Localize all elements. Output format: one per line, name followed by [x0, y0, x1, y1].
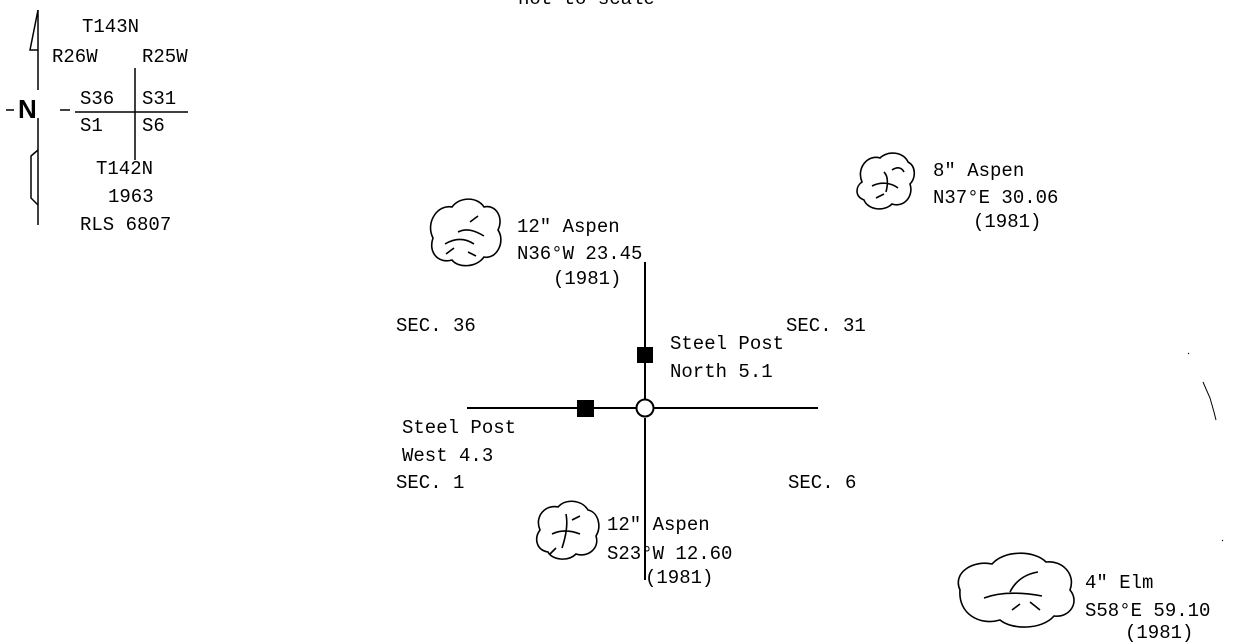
section-label-nw: SEC. 36 — [396, 315, 476, 337]
key-section-se: S6 — [142, 115, 165, 137]
tree-ne-species: 8" Aspen — [933, 160, 1025, 182]
key-section-nw: S36 — [80, 88, 115, 110]
steel-post-north-distance: North 5.1 — [670, 361, 773, 383]
north-arrow-icon — [29, 9, 39, 225]
tree-nw-bearing: N36°W 23.45 — [517, 243, 643, 265]
tree-nw-year: (1981) — [553, 268, 622, 290]
tree-se-species: 4" Elm — [1085, 572, 1154, 594]
tree-se-bearing: S58°E 59.10 — [1085, 600, 1211, 622]
north-letter: N — [18, 94, 37, 124]
tree-icon — [535, 500, 600, 560]
steel-post-west-marker — [577, 400, 594, 417]
section-label-se: SEC. 6 — [788, 472, 857, 494]
rls-number-label: RLS 6807 — [80, 214, 172, 236]
section-corner-marker — [635, 398, 655, 418]
scale-note: not to scale — [518, 0, 655, 9]
township-north-label: T143N — [82, 16, 140, 38]
tree-icon — [856, 152, 916, 210]
tree-s-species: 12" Aspen — [607, 514, 710, 536]
steel-post-north-label: Steel Post — [670, 333, 785, 355]
tree-nw-species: 12" Aspen — [517, 216, 620, 238]
tree-ne-bearing: N37°E 30.06 — [933, 187, 1059, 209]
tree-s-year: (1981) — [645, 567, 714, 589]
steel-post-west-label: Steel Post — [402, 417, 517, 439]
tree-icon — [957, 552, 1075, 628]
key-section-sw: S1 — [80, 115, 103, 137]
section-lines — [467, 262, 818, 580]
tree-s-bearing: S23°W 12.60 — [607, 543, 733, 565]
range-west-label: R26W — [52, 46, 98, 68]
steel-post-north-marker — [637, 347, 653, 363]
survey-year-label: 1963 — [108, 186, 154, 208]
township-key-grid — [6, 68, 188, 160]
range-east-label: R25W — [142, 46, 188, 68]
tree-ne-year: (1981) — [973, 211, 1042, 233]
tree-se-year: (1981) — [1125, 622, 1194, 642]
section-label-ne: SEC. 31 — [786, 315, 866, 337]
township-south-label: T142N — [96, 158, 154, 180]
scan-marks — [1187, 352, 1224, 542]
section-label-sw: SEC. 1 — [396, 472, 465, 494]
tree-icon — [429, 198, 502, 267]
steel-post-west-distance: West 4.3 — [402, 445, 494, 467]
key-section-ne: S31 — [142, 88, 177, 110]
